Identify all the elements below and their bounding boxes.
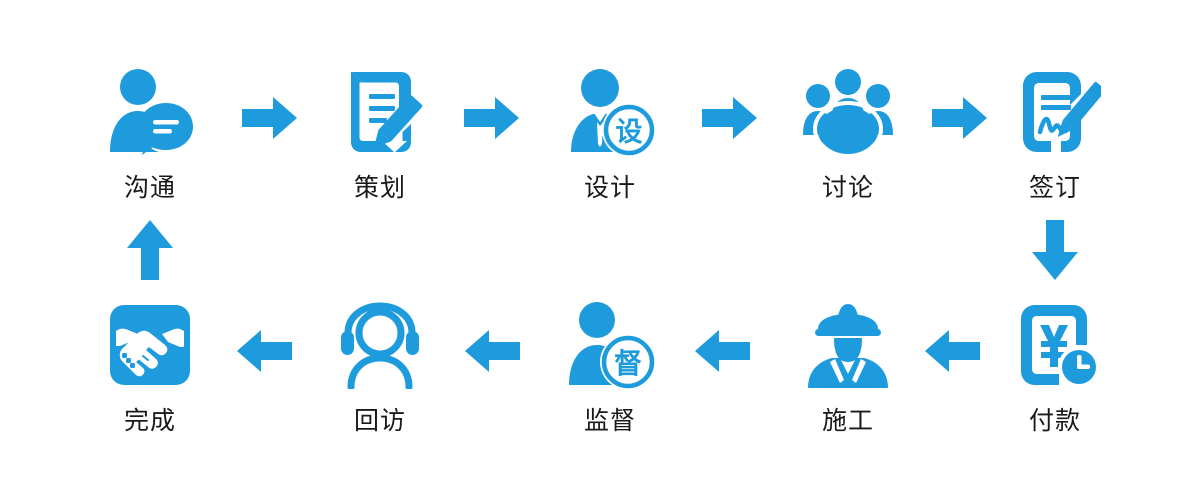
group-meeting-icon [768, 62, 928, 162]
arrow-right-3 [698, 92, 762, 144]
step-discussion[interactable]: 讨论 [768, 62, 928, 200]
arrow-right-2 [460, 92, 524, 144]
arrow-right-4 [928, 92, 992, 144]
step-complete[interactable]: 完成 [70, 295, 230, 433]
handshake-icon [70, 295, 230, 395]
arrow-right-1 [238, 92, 302, 144]
arrow-left-3 [460, 325, 524, 377]
step-signing[interactable]: 签订 [975, 62, 1135, 200]
badge-text: 督 [614, 347, 642, 380]
step-communication[interactable]: 沟通 [70, 62, 230, 200]
arrow-left-4 [232, 325, 296, 377]
arrow-left-2 [690, 325, 754, 377]
step-label: 回访 [353, 406, 406, 435]
arrow-up [117, 218, 183, 284]
step-label: 监督 [583, 406, 636, 435]
step-construction[interactable]: 施工 [768, 295, 928, 433]
step-design[interactable]: 设 设计 [530, 62, 690, 200]
contract-signature-icon [975, 62, 1135, 162]
headset-person-icon [300, 295, 460, 395]
step-label: 讨论 [821, 173, 874, 202]
badge-text: 设 [616, 117, 643, 148]
step-label: 完成 [123, 406, 176, 435]
arrow-down [1022, 218, 1088, 284]
yen-invoice-clock-icon [975, 295, 1135, 395]
arrow-left-1 [920, 325, 984, 377]
person-speech-bubble-icon [70, 62, 230, 162]
step-label: 设计 [583, 173, 636, 202]
step-payment[interactable]: 付款 [975, 295, 1135, 433]
designer-badge-icon: 设 [530, 62, 690, 162]
document-pencil-icon [300, 62, 460, 162]
step-planning[interactable]: 策划 [300, 62, 460, 200]
step-label: 策划 [353, 173, 406, 202]
step-label: 签订 [1028, 173, 1081, 202]
construction-worker-icon [768, 295, 928, 395]
step-label: 沟通 [123, 173, 176, 202]
supervisor-badge-icon: 督 [530, 295, 690, 395]
step-label: 施工 [821, 406, 874, 435]
step-label: 付款 [1028, 406, 1081, 435]
step-supervision[interactable]: 督 监督 [530, 295, 690, 433]
step-follow-up[interactable]: 回访 [300, 295, 460, 433]
